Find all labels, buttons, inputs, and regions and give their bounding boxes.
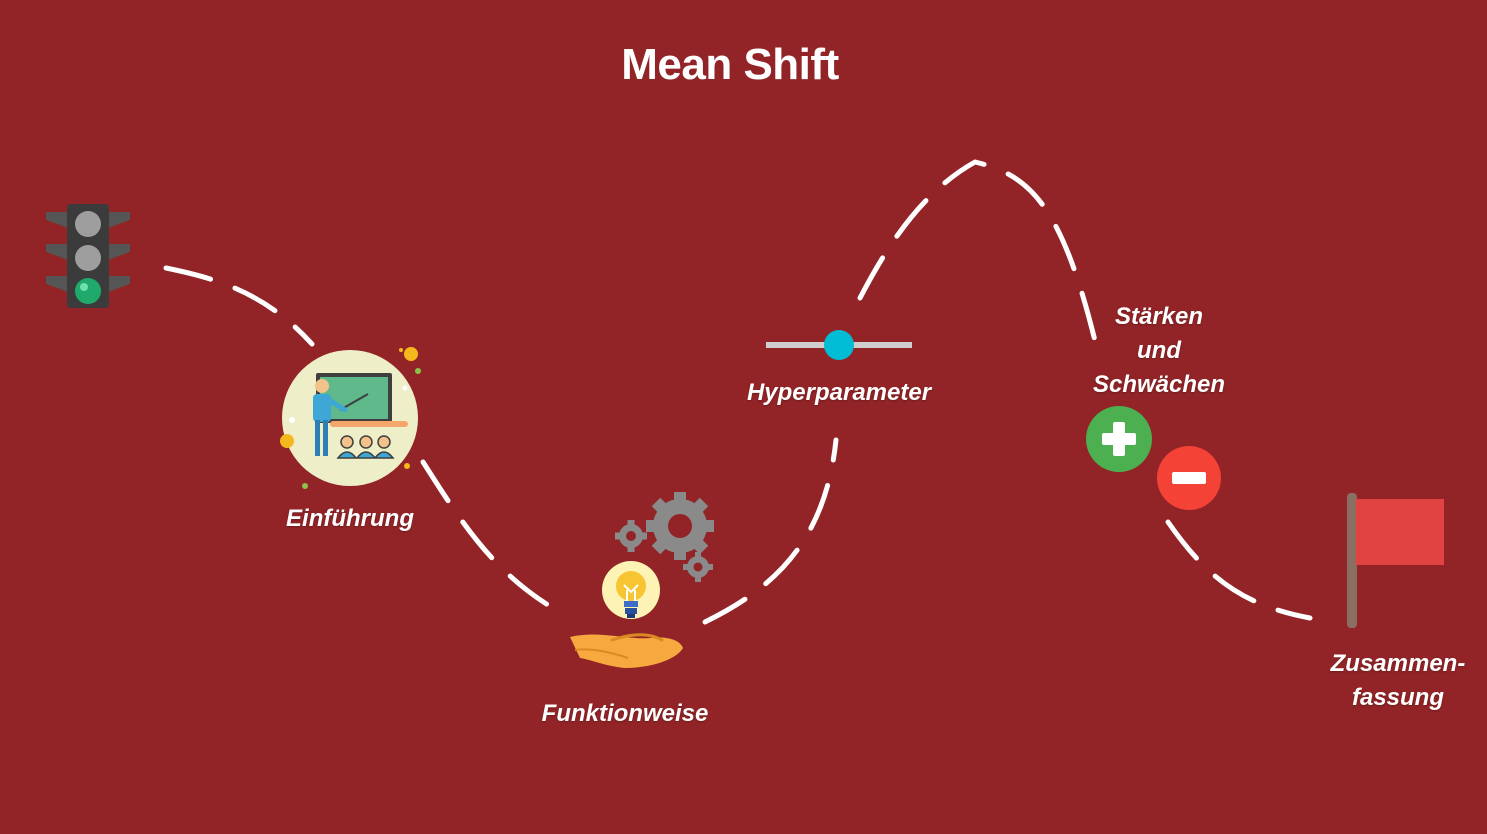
staerken-line-1: Stärken bbox=[1114, 303, 1204, 330]
path-segment-start bbox=[163, 265, 315, 347]
path-segment-end bbox=[1165, 519, 1313, 621]
minus-icon bbox=[1157, 446, 1221, 510]
path-segment-down bbox=[420, 459, 551, 608]
gear-small-left-icon bbox=[615, 520, 647, 552]
zusammenfassung-line-2: fassung bbox=[1351, 684, 1444, 711]
path-segment-up bbox=[702, 437, 839, 625]
journey-path bbox=[163, 159, 1313, 625]
zusammenfassung-line-1: Zusammen- bbox=[1330, 650, 1466, 677]
lightbulb-icon bbox=[602, 561, 660, 619]
gear-large-icon bbox=[646, 492, 714, 560]
staerken-line-3: Schwächen bbox=[1092, 371, 1226, 398]
slider-icon bbox=[766, 330, 912, 360]
gear-small-right-icon bbox=[683, 552, 713, 582]
station-label-einfuehrung: Einführung bbox=[286, 505, 414, 532]
teacher-board-icon bbox=[280, 347, 421, 489]
hand-icon bbox=[570, 633, 683, 668]
page-title: Mean Shift bbox=[621, 40, 839, 89]
path-segment-peak bbox=[857, 159, 1099, 348]
idea-gears-hand-icon bbox=[570, 492, 714, 668]
staerken-line-2: und bbox=[1137, 337, 1181, 364]
traffic-light-icon bbox=[46, 204, 130, 308]
station-label-hyperparameter: Hyperparameter bbox=[746, 379, 932, 406]
flag-icon bbox=[1347, 493, 1444, 628]
station-label-staerken: Stärken und Schwächen bbox=[1070, 300, 1248, 402]
station-label-funktionweise: Funktionweise bbox=[541, 700, 709, 727]
plus-icon bbox=[1086, 406, 1152, 472]
station-label-zusammenfassung: Zusammen- fassung bbox=[1318, 647, 1478, 715]
